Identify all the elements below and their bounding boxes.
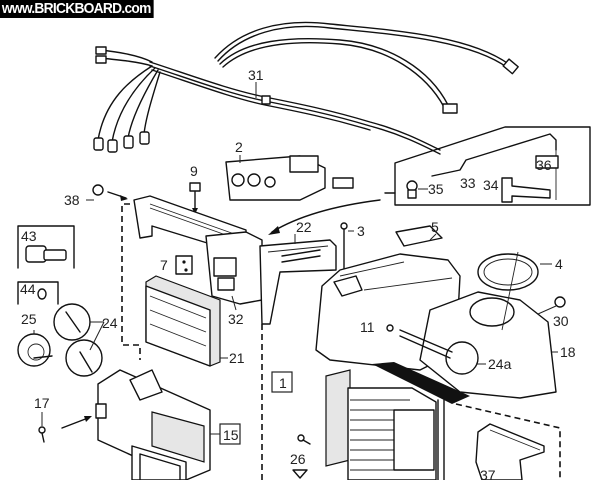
callout-36: 36 xyxy=(536,157,552,173)
harness-connector xyxy=(332,177,354,189)
callout-11: 11 xyxy=(360,319,375,335)
callout-43: 43 xyxy=(21,228,37,244)
blower-housing xyxy=(399,251,557,399)
linkage-lever xyxy=(501,177,551,203)
callout-33: 33 xyxy=(460,175,476,191)
motor-24a xyxy=(445,341,479,375)
frame-gasket xyxy=(259,239,337,325)
callout-24a: 24a xyxy=(488,356,512,372)
lower-housing xyxy=(95,369,211,480)
duct-cover-5 xyxy=(395,225,443,247)
nut-30 xyxy=(554,296,566,308)
callout-17: 17 xyxy=(34,395,50,411)
callout-9: 9 xyxy=(190,163,198,179)
wiring-harness xyxy=(93,21,519,189)
callout-44: 44 xyxy=(20,281,36,297)
linkage-inset xyxy=(384,126,591,206)
callout-26: 26 xyxy=(290,451,306,467)
blower-ring-4 xyxy=(477,253,539,291)
callout-7: 7 xyxy=(160,257,168,273)
callout-5: 5 xyxy=(431,219,439,235)
cover-37 xyxy=(475,423,545,480)
callout-2: 2 xyxy=(235,139,243,155)
callout-22: 22 xyxy=(296,219,312,235)
callout-37: 37 xyxy=(480,467,496,480)
upper-duct-housing xyxy=(133,195,263,305)
callout-25: 25 xyxy=(21,311,37,327)
callout-30: 30 xyxy=(553,313,569,329)
inset-43 xyxy=(17,225,75,269)
control-knobs xyxy=(17,303,103,377)
callout-3: 3 xyxy=(357,223,365,239)
callout-35: 35 xyxy=(428,181,444,197)
callout-38: 38 xyxy=(64,192,80,208)
watermark-logo: www.BRICKBOARD.com xyxy=(0,0,154,18)
control-panel xyxy=(225,155,326,201)
linkage-clip xyxy=(535,155,559,169)
callout-32: 32 xyxy=(228,311,244,327)
callout-31: 31 xyxy=(248,67,264,83)
callout-4: 4 xyxy=(555,256,563,272)
cabin-filter xyxy=(145,275,221,367)
evaporator-core xyxy=(325,369,445,480)
callout-34: 34 xyxy=(483,177,499,193)
callout-24: 24 xyxy=(102,315,118,331)
callout-15: 15 xyxy=(223,427,239,443)
callout-1: 1 xyxy=(279,375,287,391)
callout-18: 18 xyxy=(560,344,576,360)
callout-21: 21 xyxy=(229,350,245,366)
